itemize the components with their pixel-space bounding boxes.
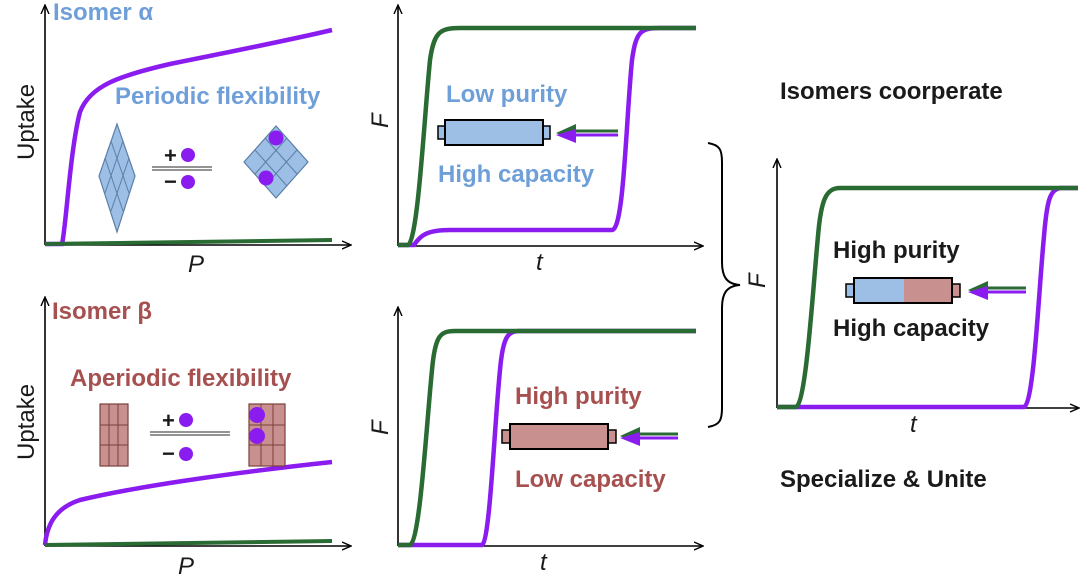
- combined-green-curve: [777, 185, 1078, 410]
- combined-purple-curve: [777, 185, 1078, 410]
- beta-plus-sign: +: [162, 408, 175, 433]
- combined-footer: Specialize & Unite: [780, 466, 987, 493]
- alpha-breakthrough-green-curve: [398, 25, 696, 248]
- alpha-breakthrough-xlabel: t: [536, 249, 544, 276]
- square-lattice-icon: [243, 125, 309, 199]
- beta-isotherm-xlabel: P: [178, 553, 194, 580]
- beta-breakthrough-purple-curve: [398, 328, 696, 548]
- diamond-lattice-icon: [98, 122, 136, 234]
- adsorbate-dot-icon: [249, 407, 265, 423]
- combined-header: Isomers coorperate: [780, 78, 1003, 105]
- alpha-plus-sign: +: [164, 143, 177, 168]
- alpha-breakthrough-panel: F t Low purity High capacity: [367, 6, 702, 276]
- alpha-minus-sign: −: [164, 169, 177, 194]
- beta-breakthrough-xlabel: t: [540, 549, 548, 576]
- arrow-left-icon: [968, 281, 1026, 300]
- beta-breakthrough-panel: F t High purity Low capacity: [367, 308, 702, 576]
- beta-isotherm-title: Isomer β: [52, 298, 152, 325]
- beta-breakthrough-ylabel: F: [367, 419, 394, 435]
- alpha-purity-label: Low purity: [446, 81, 568, 108]
- combined-ylabel: F: [744, 272, 771, 288]
- alpha-isotherm-panel: Isomer α Uptake P Periodic flexibility +…: [13, 0, 350, 278]
- adsorbate-dot-icon: [179, 447, 193, 461]
- adsorbate-dot-icon: [179, 413, 193, 427]
- alpha-mechanism-label: Periodic flexibility: [115, 83, 321, 110]
- arrow-left-icon: [556, 124, 618, 143]
- beta-isotherm-purple-curve: [42, 459, 333, 546]
- alpha-isotherm-title: Isomer α: [53, 0, 153, 26]
- alpha-breakthrough-ylabel: F: [367, 112, 394, 128]
- beta-capacity-label: Low capacity: [515, 466, 666, 493]
- alpha-breakthrough-purple-curve: [398, 25, 696, 248]
- beta-purity-label: High purity: [515, 383, 642, 410]
- beta-isotherm-green-curve: [44, 539, 333, 547]
- column-icon: [501, 423, 617, 450]
- column-icon: [437, 119, 551, 146]
- alpha-capacity-label: High capacity: [438, 161, 595, 188]
- alpha-isotherm-ylabel: Uptake: [13, 84, 40, 160]
- beta-isotherm-panel: Isomer β Uptake P Aperiodic flexibility …: [13, 298, 350, 580]
- combined-panel: Isomers coorperate F t High purity High …: [744, 78, 1078, 493]
- alpha-adsorption-sign: + −: [152, 143, 212, 194]
- beta-mechanism-label: Aperiodic flexibility: [70, 365, 292, 392]
- adsorbate-dot-icon: [249, 428, 265, 444]
- beta-minus-sign: −: [162, 441, 175, 466]
- filled-rectangle-lattice-icon: [248, 403, 286, 467]
- rectangle-lattice-icon: [99, 403, 129, 467]
- alpha-isotherm-green-curve: [44, 238, 333, 246]
- combined-purity-label: High purity: [833, 237, 960, 264]
- alpha-isotherm-purple-curve: [45, 27, 333, 247]
- beta-adsorption-sign: + −: [150, 408, 230, 466]
- column-icon: [845, 277, 961, 304]
- beta-isotherm-ylabel: Uptake: [13, 384, 40, 460]
- adsorbate-dot-icon: [268, 130, 284, 146]
- combined-capacity-label: High capacity: [833, 315, 990, 342]
- right-brace: [707, 142, 741, 428]
- arrow-left-icon: [620, 427, 678, 446]
- adsorbate-dot-icon: [181, 175, 195, 189]
- adsorbate-dot-icon: [258, 170, 274, 186]
- combined-xlabel: t: [910, 411, 918, 438]
- beta-breakthrough-green-curve: [398, 328, 696, 548]
- adsorbate-dot-icon: [181, 148, 195, 162]
- alpha-isotherm-xlabel: P: [188, 251, 204, 278]
